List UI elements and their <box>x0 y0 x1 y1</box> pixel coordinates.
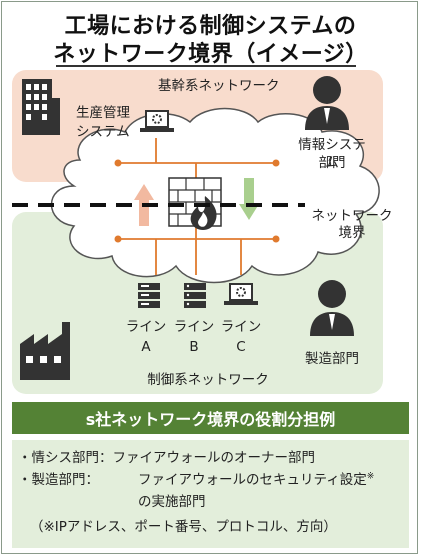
person-icon <box>305 76 349 130</box>
footer-item-mfg-cont: の実施部門 <box>138 494 206 510</box>
production-system-label-2: システム <box>76 124 130 140</box>
manufacturing-dept-label: 製造部門 <box>305 351 359 367</box>
office-building-icon <box>22 79 60 135</box>
laptop-gear-icon <box>224 283 258 305</box>
footer-item-mfg-text: ファイアウォールのセキュリティ設定※ <box>138 468 375 489</box>
arrow-down-icon <box>239 178 259 220</box>
production-system-label-1: 生産管理 <box>76 105 130 121</box>
footer-heading: s社ネットワーク境界の役割分担例 <box>12 402 409 434</box>
boundary-label-2: 境界 <box>338 225 366 241</box>
firewall-icon <box>168 177 222 230</box>
line-c-label: ライン <box>220 319 262 335</box>
title-underline <box>56 65 356 67</box>
title-line-1: 工場における制御システムの <box>64 14 357 39</box>
footer-item-mfg-body: ファイアウォールのセキュリティ設定 <box>138 472 367 488</box>
boundary-label-1: ネットワーク <box>311 208 393 224</box>
server-icon <box>184 283 206 308</box>
server-icon <box>138 283 160 308</box>
it-dept-label-2: 部門 <box>318 155 346 171</box>
control-network-label: 制御系ネットワーク <box>147 372 269 388</box>
network-connectors <box>114 138 280 275</box>
it-dept-label-1: 情報システム <box>298 137 366 171</box>
line-b-label: ライン <box>173 319 215 335</box>
line-a-letter: A <box>141 339 151 355</box>
line-a-label: ライン <box>125 319 167 335</box>
person-icon <box>310 280 354 336</box>
footer-note-mark: ※ <box>366 471 375 482</box>
line-c-letter: C <box>236 339 246 355</box>
laptop-gear-icon <box>140 110 174 132</box>
core-network-label: 基幹系ネットワーク <box>158 78 280 94</box>
footer-item-mfg-prefix: ・製造部門： <box>18 472 99 488</box>
footer-note: （※IPアドレス、ポート番号、プロトコル、方向） <box>30 519 337 535</box>
footer-box <box>12 440 409 548</box>
title-line-2: ネットワーク境界（イメージ） <box>53 42 368 67</box>
arrow-up-icon <box>134 184 154 226</box>
line-b-letter: B <box>189 339 199 355</box>
footer-item-it: ・情シス部門：ファイアウォールのオーナー部門 <box>18 450 315 466</box>
factory-icon <box>20 322 70 380</box>
